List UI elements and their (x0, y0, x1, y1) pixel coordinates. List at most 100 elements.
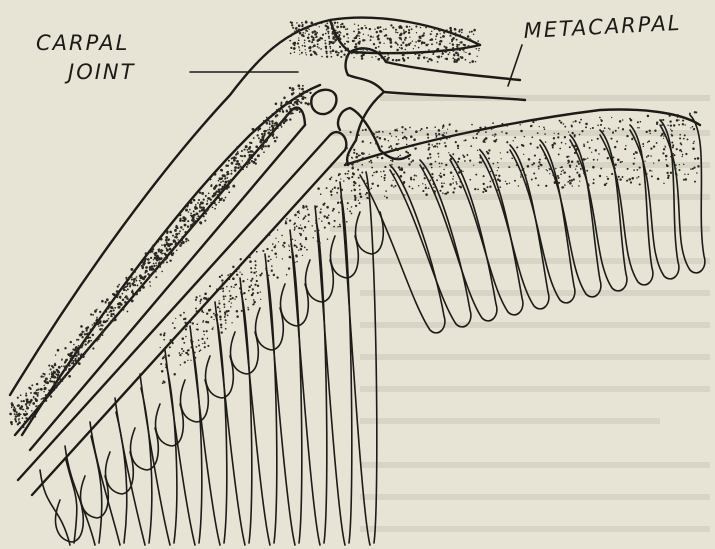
stipple-dot (328, 33, 330, 35)
stipple-dot (87, 336, 90, 339)
stipple-dot (456, 44, 458, 46)
stipple-dot (531, 164, 533, 166)
stipple-dot (279, 110, 281, 112)
stipple-dot (66, 359, 68, 361)
stipple-dot (479, 127, 481, 129)
stipple-dot (392, 160, 394, 162)
stipple-dot (50, 378, 52, 380)
stipple-dot (289, 246, 290, 247)
stipple-dot (187, 360, 188, 361)
stipple-dot (289, 87, 291, 89)
stipple-dot (53, 382, 55, 384)
stipple-dot (276, 257, 277, 258)
stipple-dot (88, 347, 90, 349)
stipple-dot (271, 120, 274, 123)
stipple-dot (369, 161, 371, 163)
stipple-dot (226, 286, 228, 288)
stipple-dot (375, 131, 377, 133)
stipple-dot (32, 416, 34, 418)
stipple-dot (440, 28, 442, 30)
stipple-dot (375, 171, 377, 173)
stipple-dot (220, 169, 223, 172)
stipple-dot (365, 129, 367, 131)
stipple-dot (237, 167, 240, 170)
stipple-dot (537, 132, 539, 134)
stipple-dot (630, 119, 632, 121)
stipple-dot (229, 295, 231, 297)
stipple-dot (452, 153, 454, 155)
stipple-dot (612, 132, 614, 134)
stipple-dot (440, 40, 443, 43)
stipple-dot (437, 48, 439, 50)
stipple-dot (26, 399, 28, 401)
stipple-dot (220, 181, 222, 183)
stipple-dot (599, 175, 601, 177)
stipple-dot (206, 299, 208, 301)
stipple-dot (615, 130, 617, 132)
stipple-dot (109, 311, 110, 312)
stipple-dot (43, 391, 45, 393)
stipple-dot (142, 284, 144, 286)
stipple-dot (266, 122, 269, 125)
stipple-dot (150, 285, 151, 286)
stipple-dot (403, 181, 405, 183)
stipple-dot (352, 166, 353, 167)
stipple-dot (452, 191, 454, 193)
stipple-dot (516, 147, 517, 148)
stipple-dot (583, 143, 585, 145)
stipple-dot (343, 54, 345, 56)
stipple-dot (399, 47, 400, 48)
stipple-dot (247, 307, 248, 308)
stipple-dot (288, 106, 290, 108)
stipple-dot (409, 127, 411, 129)
stipple-dot (357, 169, 359, 171)
stipple-dot (601, 120, 603, 122)
stipple-dot (692, 147, 695, 150)
stipple-dot (186, 352, 188, 354)
stipple-dot (108, 302, 111, 305)
stipple-dot (483, 183, 485, 185)
stipple-dot (247, 279, 248, 280)
stipple-dot (317, 240, 319, 242)
stipple-dot (25, 393, 27, 395)
stipple-dot (530, 126, 532, 128)
stipple-dot (16, 411, 18, 413)
stipple-dot (400, 27, 402, 29)
ghost-line (360, 418, 660, 424)
stipple-dot (340, 197, 342, 199)
stipple-dot (124, 301, 127, 304)
stipple-dot (375, 142, 377, 144)
stipple-dot (574, 136, 575, 137)
stipple-dot (302, 85, 304, 87)
stipple-dot (303, 91, 306, 94)
stipple-dot (196, 329, 197, 330)
stipple-dot (359, 32, 361, 34)
stipple-dot (434, 28, 436, 30)
stipple-dot (261, 273, 263, 275)
stipple-dot (631, 177, 634, 180)
stipple-dot (670, 124, 672, 126)
stipple-dot (235, 296, 237, 298)
stipple-dot (387, 54, 388, 55)
stipple-dot (567, 160, 569, 162)
stipple-dot (322, 203, 325, 206)
stipple-dot (443, 174, 445, 176)
stipple-dot (405, 37, 407, 39)
stipple-dot (571, 126, 573, 128)
stipple-dot (223, 199, 225, 201)
stipple-dot (577, 160, 579, 162)
stipple-dot (425, 193, 428, 196)
stipple-dot (301, 34, 304, 37)
stipple-dot (269, 127, 270, 128)
stipple-dot (654, 129, 656, 131)
stipple-dot (437, 61, 439, 63)
stipple-dot (397, 44, 399, 46)
stipple-dot (101, 331, 104, 334)
stipple-dot (234, 298, 235, 299)
stipple-dot (106, 298, 109, 301)
stipple-dot (681, 151, 682, 152)
stipple-dot (346, 147, 348, 149)
stipple-dot (117, 293, 119, 295)
stipple-dot (82, 355, 85, 358)
stipple-dot (353, 181, 356, 184)
